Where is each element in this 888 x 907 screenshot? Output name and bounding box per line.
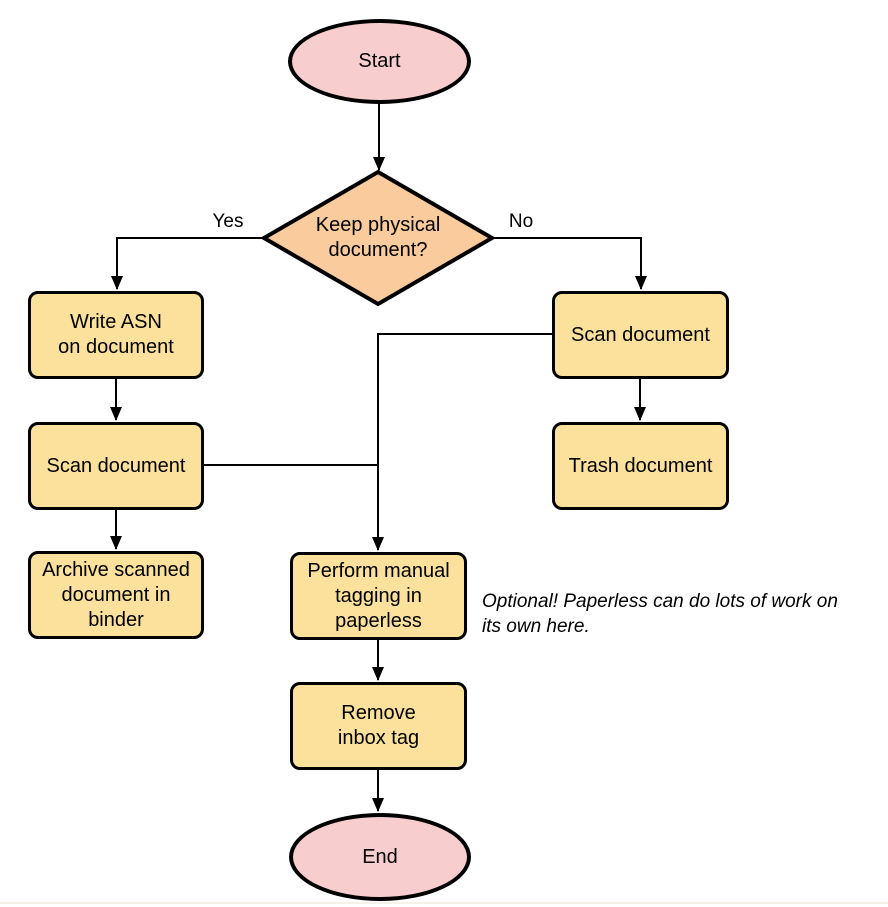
node-write-asn: Write ASN on document — [28, 291, 204, 379]
node-scan-document-left-label: Scan document — [46, 454, 186, 477]
node-remove-inbox-tag-label: Remove inbox tag — [337, 702, 420, 749]
node-scan-document-left: Scan document — [28, 422, 204, 510]
node-manual-tagging: Perform manual tagging in paperless — [290, 552, 467, 640]
node-archive-document: Archive scanned document in binder — [28, 551, 204, 639]
node-start-label: Start — [358, 50, 401, 72]
node-archive-document-label: Archive scanned document in binder — [42, 558, 190, 631]
node-write-asn-label: Write ASN on document — [58, 311, 174, 358]
node-trash-document-label: Trash document — [568, 454, 713, 477]
edge-label-yes: Yes — [212, 211, 244, 232]
decision-diamond-shape — [260, 169, 496, 307]
edge-label-no: No — [508, 211, 534, 232]
edge-decision-yes-to-write-asn — [111, 237, 264, 290]
node-manual-tagging-label: Perform manual tagging in paperless — [307, 559, 450, 632]
node-start: Start — [288, 19, 471, 104]
node-decision-label-wrap: Keep physical document? — [268, 213, 488, 263]
edge-decision-no-to-scan-right — [492, 237, 647, 290]
optional-note: Optional! Paperless can do lots of work … — [482, 591, 838, 637]
node-decision-label: Keep physical document? — [315, 214, 441, 261]
edge-group — [110, 104, 647, 812]
node-remove-inbox-tag: Remove inbox tag — [290, 682, 467, 770]
node-end: End — [289, 813, 471, 901]
node-scan-document-right-label: Scan document — [571, 323, 710, 346]
node-end-label: End — [362, 845, 398, 868]
node-scan-document-right: Scan document — [552, 291, 729, 379]
node-trash-document: Trash document — [552, 422, 729, 510]
bottom-divider — [0, 902, 888, 904]
edge-scan-right-to-tagging — [372, 333, 552, 551]
